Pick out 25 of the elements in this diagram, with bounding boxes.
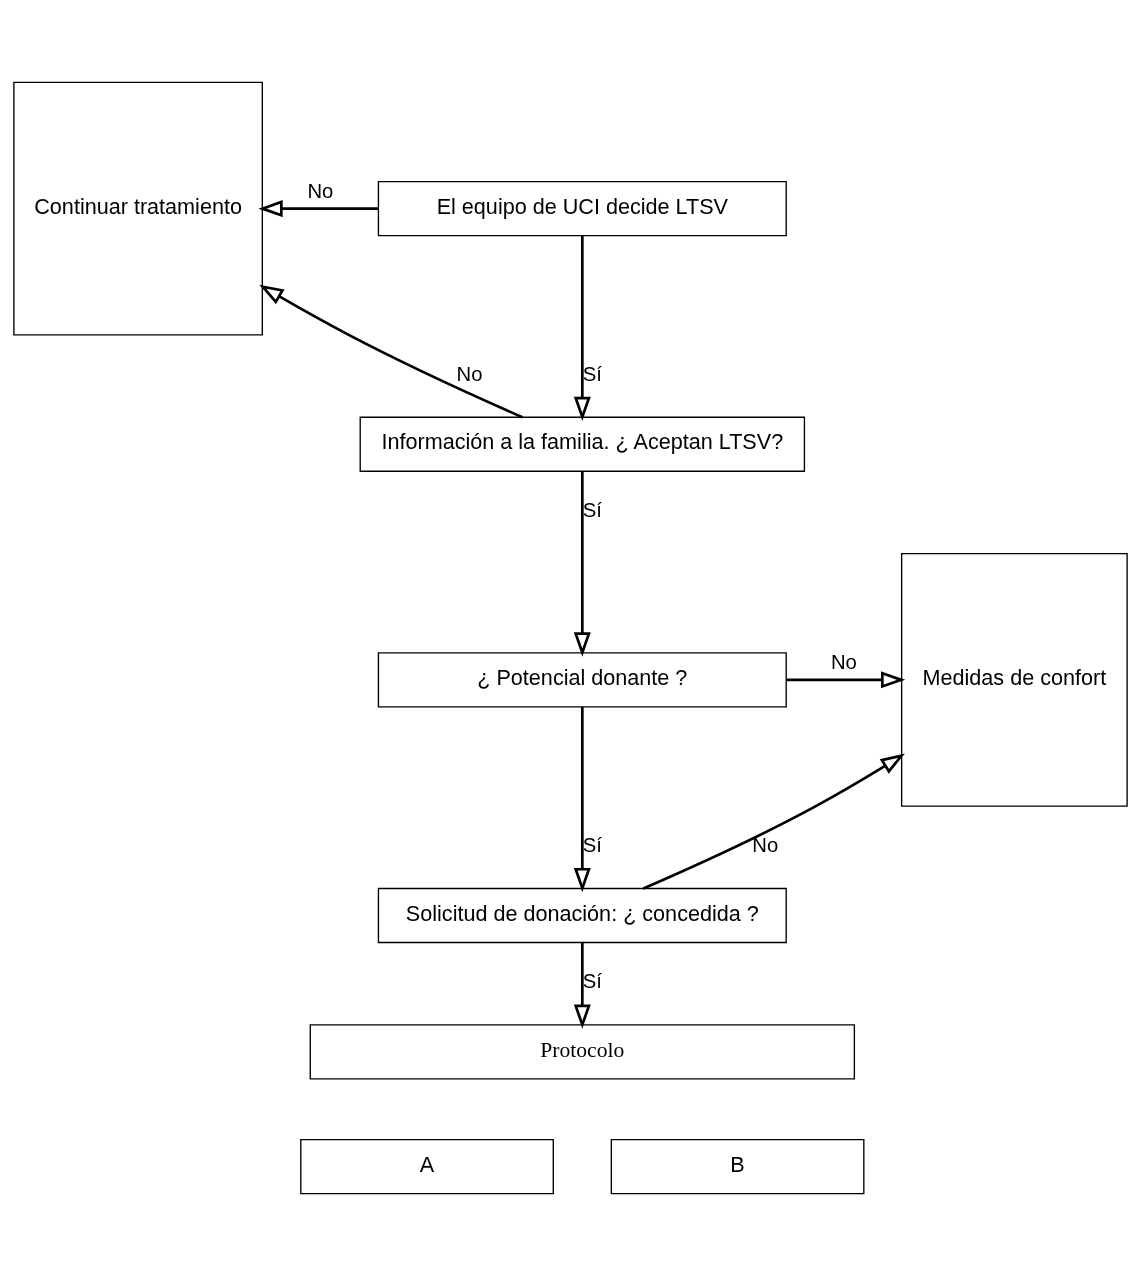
edge-label: No (752, 834, 779, 856)
node-box: El equipo de UCI decide LTSV (377, 180, 787, 237)
arrow (259, 284, 523, 419)
node-box: Protocolo (309, 1024, 856, 1080)
node-box: Medidas de confort (900, 552, 1128, 807)
node-box: B (610, 1138, 865, 1195)
arrow (573, 942, 591, 1029)
arrow (573, 707, 591, 893)
arrow (573, 235, 591, 422)
node-box: Continuar tratamiento (13, 81, 263, 336)
node-box: ¿ Potencial donante ? (377, 652, 787, 708)
arrow (258, 200, 379, 218)
edge-label: No (307, 179, 334, 202)
node-box: A (300, 1138, 554, 1195)
arrow (786, 671, 906, 689)
edge-label: No (830, 651, 857, 674)
arrow (642, 753, 905, 890)
edge-label: Sí (582, 834, 603, 856)
arrow (573, 471, 591, 657)
node-box: Información a la familia. ¿ Aceptan LTSV? (359, 416, 806, 472)
edge-label: Sí (582, 970, 603, 993)
node-box: Solicitud de donación: ¿ concedida ? (377, 887, 787, 944)
edge-label: Sí (582, 499, 603, 522)
edge-label: No (456, 362, 483, 385)
edge-label: Sí (582, 362, 603, 385)
